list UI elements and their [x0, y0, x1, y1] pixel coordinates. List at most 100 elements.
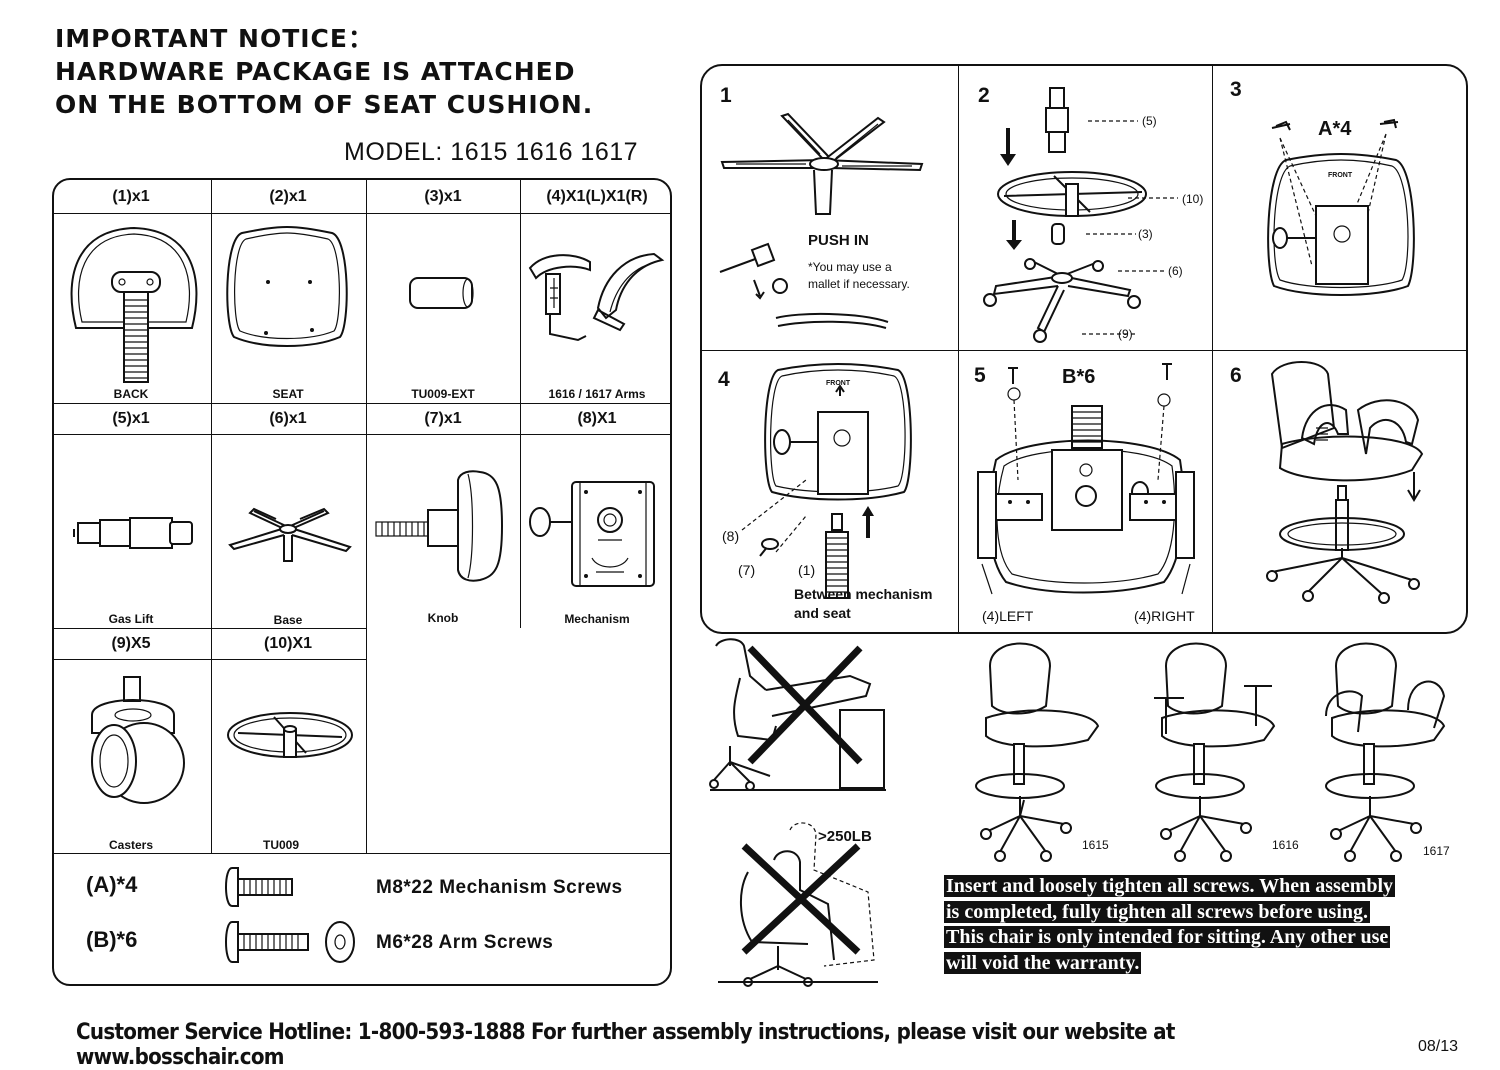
- step-2-label-10: (10): [1182, 192, 1204, 206]
- part-2-qty: (2)x1: [269, 188, 307, 205]
- knob-icon: [759, 538, 779, 557]
- model-1617-label: 1617: [1423, 844, 1450, 858]
- step-3-qty: A*4: [1318, 118, 1352, 140]
- leader-lines: [1082, 120, 1178, 335]
- tube-icon: [409, 277, 474, 309]
- gas-lift-icon: [73, 517, 193, 549]
- mallet-icon: [719, 242, 889, 329]
- step-4-caption-2: and seat: [794, 605, 851, 621]
- model-1615-label: 1615: [1082, 838, 1109, 852]
- assembly-steps: 1 PUSH IN *You may use a mallet if neces…: [700, 64, 1468, 634]
- screw-a-label: (A)*4: [86, 872, 138, 897]
- step-2-number: 2: [978, 84, 990, 107]
- down-arrow-icon: [1000, 128, 1016, 166]
- mechanism-icon: [529, 481, 655, 587]
- armrest-icon: [528, 252, 665, 342]
- part-3-qty: (3)x1: [424, 188, 462, 205]
- part-1-name: BACK: [113, 387, 149, 401]
- part-4-name: 1616 / 1617 Arms: [548, 387, 646, 401]
- model-1616-label: 1616: [1272, 838, 1299, 852]
- chair-back-icon: [825, 506, 874, 599]
- seat-mechanism-icon: [1267, 118, 1415, 296]
- step-5-right-label: (4)RIGHT: [1134, 608, 1195, 624]
- tube-icon: [1051, 223, 1065, 245]
- revision-date: 08/13: [1418, 1038, 1459, 1055]
- part-9-name: Casters: [108, 838, 154, 852]
- caster-icon: [91, 676, 185, 804]
- step-2-label-9: (9): [1118, 327, 1133, 341]
- step-3-number: 3: [1230, 78, 1242, 101]
- screw-washer-icon: [225, 921, 355, 963]
- step-4-caption-1: Between mechanism: [794, 586, 933, 602]
- seat-cushion-icon: [226, 226, 348, 347]
- notice-line-2: HARDWARE PACKAGE IS ATTACHED: [55, 57, 576, 86]
- no-feet-on-desk-warning: [709, 638, 886, 791]
- note-line-3: This chair is only intended for sitting.…: [944, 926, 1391, 948]
- screw-b-name: M6*28 Arm Screws: [376, 932, 554, 953]
- part-6-name: Base: [273, 613, 303, 627]
- step-6-number: 6: [1230, 364, 1242, 387]
- chair-1616-icon: [1154, 642, 1276, 862]
- note-line-4: will void the warranty.: [944, 951, 1142, 974]
- step-5-number: 5: [974, 364, 986, 387]
- chair-back-icon: [70, 226, 198, 383]
- part-7-name: Knob: [427, 611, 459, 625]
- foot-ring-icon: [227, 712, 353, 758]
- chair-assembly-icon: [1266, 361, 1424, 604]
- leader-lines: [741, 479, 807, 553]
- step-2-label-6: (6): [1168, 264, 1183, 278]
- gas-lift-icon: [1045, 87, 1069, 153]
- part-8-qty: (8)X1: [577, 410, 617, 427]
- step-1-note-1: *You may use a: [808, 260, 892, 274]
- part-10-name: TU009: [262, 838, 300, 852]
- part-7-qty: (7)x1: [424, 410, 462, 427]
- step-4-number: 4: [718, 368, 730, 391]
- step-1-title: PUSH IN: [808, 232, 869, 249]
- note-line-1: Insert and loosely tighten all screws. W…: [944, 875, 1396, 897]
- seat-mechanism-icon: [764, 363, 912, 501]
- screw-b-label: (B)*6: [86, 927, 138, 952]
- step-4-label-7: (7): [738, 562, 756, 578]
- step-4-label-8: (8): [722, 528, 740, 544]
- part-3-name: TU009-EXT: [411, 387, 475, 401]
- parts-list: (1)x1 (2)x1 (3)x1 (4)X1(L)X1(R) (5)x1 (6…: [52, 178, 672, 986]
- star-base-icon: [983, 258, 1141, 343]
- step-5-qty: B*6: [1062, 366, 1096, 388]
- warranty-note: Insert and loosely tighten all screws. W…: [944, 874, 1444, 976]
- part-2-name: SEAT: [272, 387, 304, 401]
- weight-limit-label: >250LB: [818, 828, 872, 845]
- step-5-left-label: (4)LEFT: [982, 608, 1034, 624]
- part-10-qty: (10)X1: [263, 635, 313, 652]
- part-9-qty: (9)X5: [111, 635, 151, 652]
- step-2-label-3: (3): [1138, 227, 1153, 241]
- chair-1617-icon: [1325, 642, 1446, 862]
- part-6-qty: (6)x1: [269, 410, 307, 427]
- foot-ring-icon: [997, 171, 1147, 217]
- screw-icon: [225, 867, 293, 907]
- down-arrow-icon: [1006, 220, 1022, 250]
- part-5-qty: (5)x1: [112, 410, 150, 427]
- chair-1615-icon: [975, 642, 1100, 862]
- knob-icon: [375, 470, 504, 582]
- important-notice: IMPORTANT NOTICE： HARDWARE PACKAGE IS AT…: [55, 22, 593, 121]
- part-5-name: Gas Lift: [108, 612, 154, 626]
- customer-service-footer: Customer Service Hotline: 1-800-593-1888…: [76, 1020, 1175, 1070]
- step-1-note-2: mallet if necessary.: [808, 277, 910, 291]
- note-line-2: is completed, fully tighten all screws b…: [944, 900, 1371, 923]
- part-8-name: Mechanism: [564, 612, 630, 626]
- star-base-icon: [720, 112, 924, 215]
- step-2-label-5: (5): [1142, 114, 1157, 128]
- part-4-qty: (4)X1(L)X1(R): [546, 188, 648, 205]
- star-base-icon: [228, 507, 352, 562]
- step-3-front: FRONT: [1328, 172, 1353, 179]
- notice-line-3: ON THE BOTTOM OF SEAT CUSHION.: [55, 90, 594, 119]
- weight-limit-warning: [718, 822, 878, 987]
- step-4-front: FRONT: [826, 380, 851, 387]
- back-seat-arms-icon: [977, 363, 1195, 595]
- step-1-number: 1: [720, 84, 732, 107]
- step-4-label-1: (1): [798, 562, 816, 578]
- part-1-qty: (1)x1: [112, 188, 150, 205]
- model-numbers: MODEL: 1615 1616 1617: [344, 138, 639, 166]
- screw-a-name: M8*22 Mechanism Screws: [376, 877, 623, 898]
- notice-line-1: IMPORTANT NOTICE：: [55, 24, 374, 53]
